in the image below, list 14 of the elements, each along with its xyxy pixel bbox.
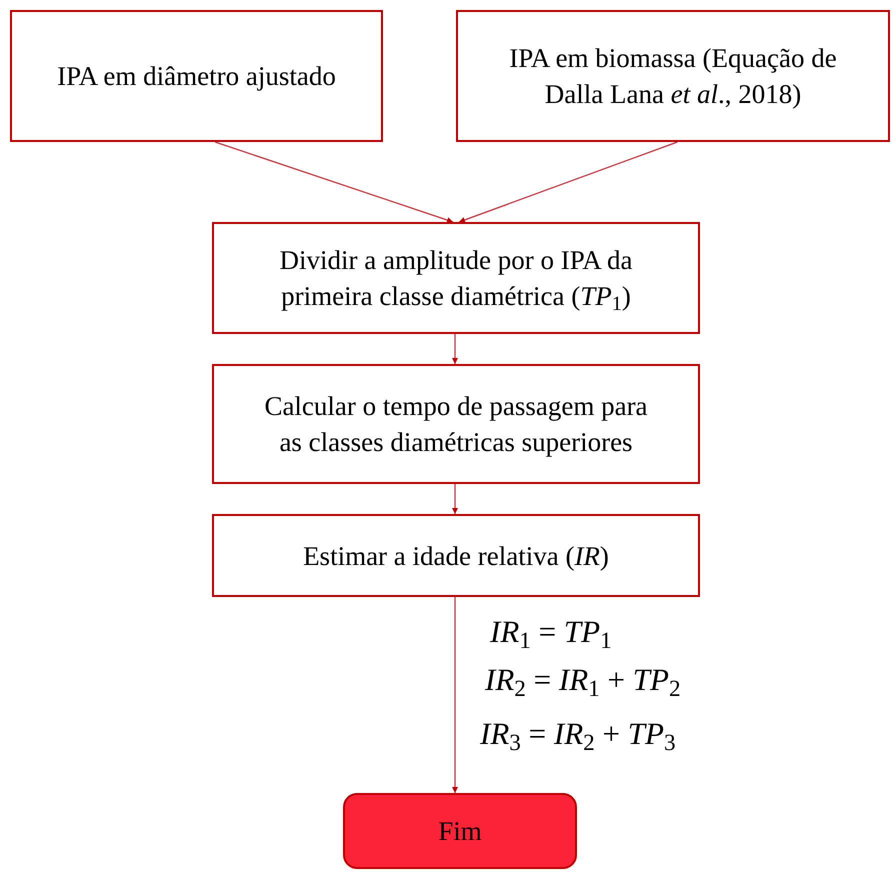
- arrow: [214, 141, 454, 223]
- process-box: Calcular o tempo de passagem para as classes diamétricas superiores: [212, 364, 700, 484]
- arrow: [452, 597, 458, 793]
- process-box: Dividir a amplitude por o IPA da primeira classe diamétrica (TP$_{1}$): [212, 222, 700, 334]
- formula: IR$_{3}$ = IR$_{2}$ + TP$_{3}$: [480, 715, 676, 754]
- arrow: [452, 334, 458, 364]
- process-box: Estimar a idade relativa (IR): [212, 514, 700, 597]
- arrow: [458, 141, 678, 223]
- process-box: IPA em diâmetro ajustado: [10, 10, 383, 142]
- formula: IR$_{2}$ = IR$_{1}$ + TP$_{2}$: [485, 661, 681, 700]
- process-box: IPA em biomassa (Equação de Dalla Lana et al., 2018): [456, 10, 890, 142]
- arrow: [452, 484, 458, 514]
- terminal-box: Fim: [343, 793, 577, 869]
- formula: IR$_{1}$ = TP$_{1}$: [490, 613, 612, 652]
